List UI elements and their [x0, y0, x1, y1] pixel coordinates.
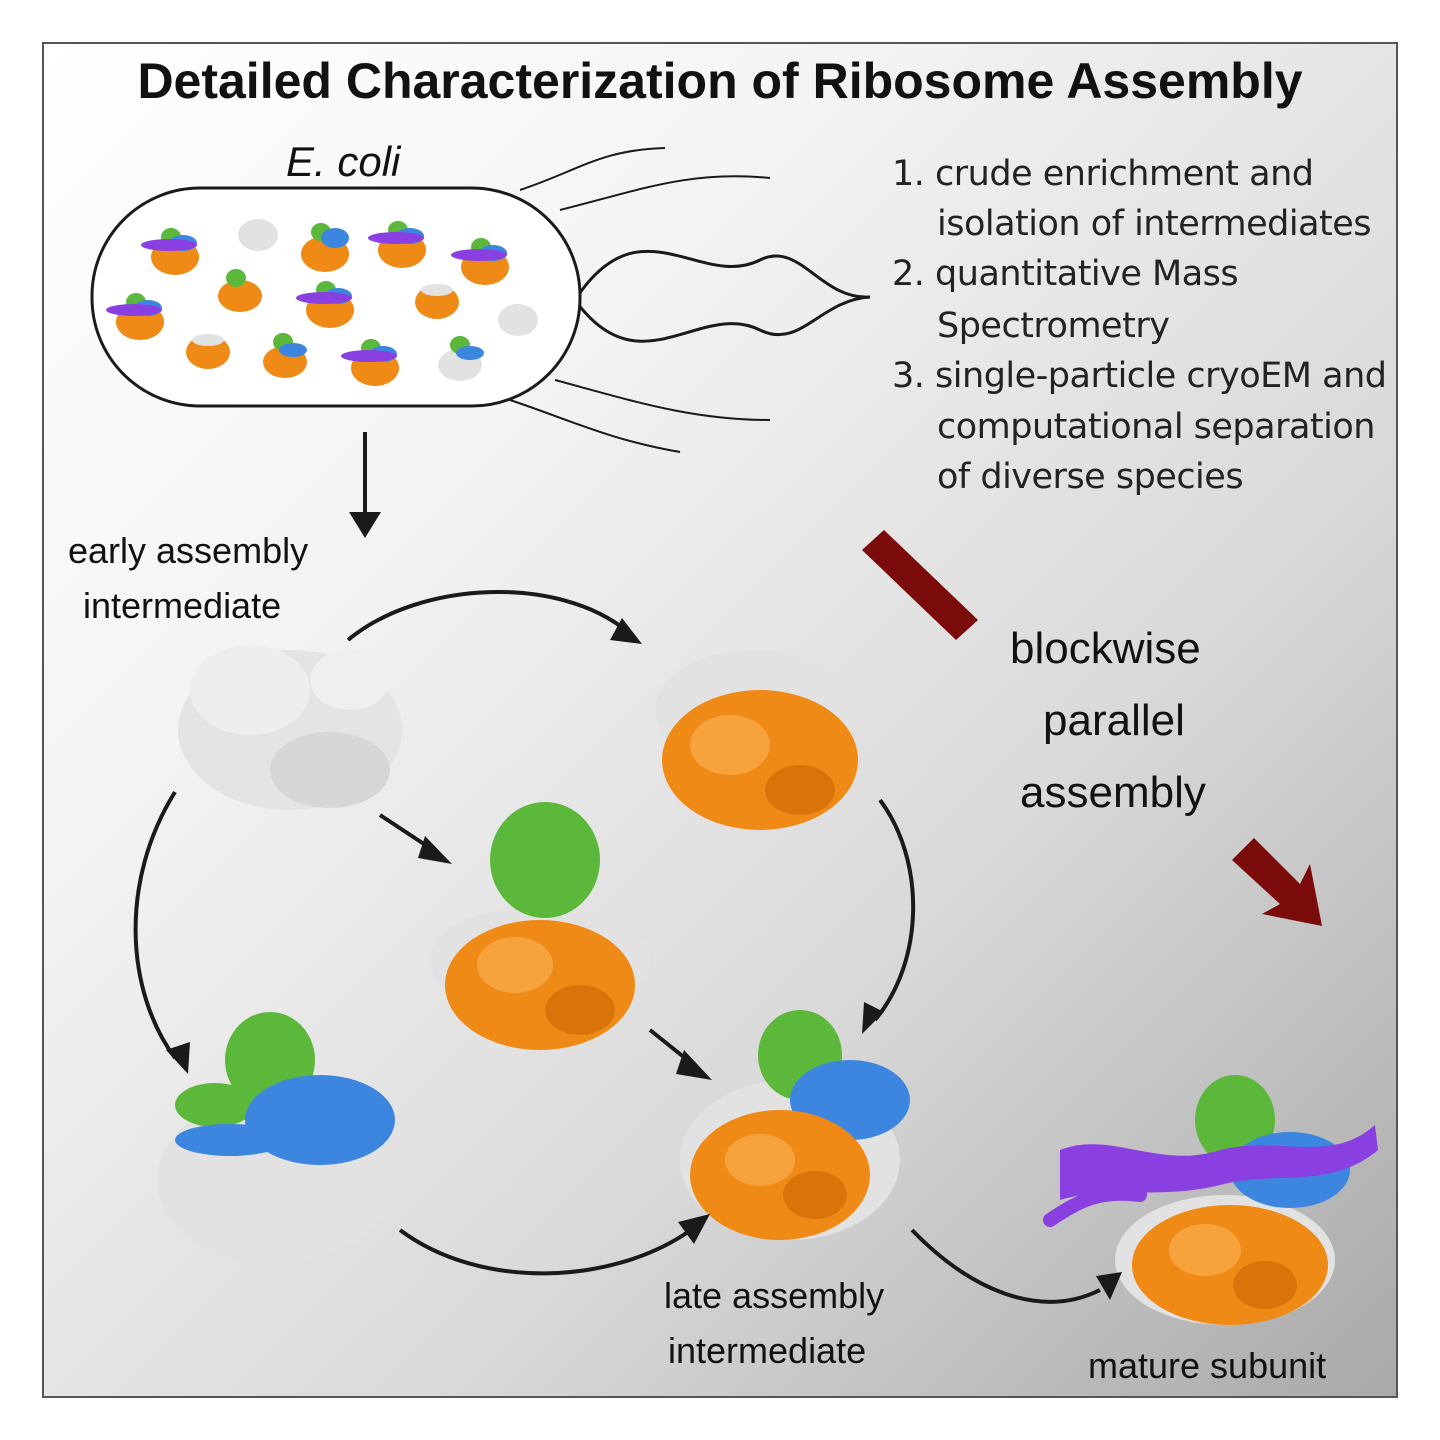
late-label-line-2: intermediate — [668, 1330, 867, 1371]
mini-complexes — [106, 219, 538, 386]
step-3-line-1: 3. single-particle cryoEM and — [892, 356, 1387, 396]
blockwise-arrows-icon — [862, 530, 1322, 926]
step-1-line-1: 1. crude enrichment and — [892, 154, 1314, 194]
early-label-line-1: early assembly — [68, 530, 309, 571]
complex-orange — [655, 650, 858, 830]
late-label-line-1: late assembly — [664, 1275, 885, 1316]
organism-label: E. coli — [286, 138, 401, 185]
step-2-line-2: Spectrometry — [937, 306, 1170, 346]
blockwise-label-line-2: parallel — [1043, 696, 1185, 745]
down-arrow-icon — [349, 432, 381, 538]
figure-title: Detailed Characterization of Ribosome As… — [137, 53, 1303, 109]
complex-early — [178, 645, 402, 810]
blockwise-label-line-1: blockwise — [1010, 624, 1201, 673]
blockwise-label-line-3: assembly — [1020, 768, 1206, 817]
arrowheads — [166, 618, 1122, 1300]
step-3-line-3: of diverse species — [937, 457, 1244, 497]
step-3-line-2: computational separation — [937, 407, 1375, 447]
flagella — [509, 147, 871, 453]
step-1-line-2: isolation of intermediates — [937, 204, 1372, 244]
complex-green-orange — [430, 802, 650, 1050]
pathway-arrows — [133, 590, 1101, 1304]
mature-label: mature subunit — [1088, 1345, 1327, 1386]
step-2-line-1: 2. quantitative Mass — [892, 254, 1239, 294]
early-label-line-2: intermediate — [83, 585, 282, 626]
complex-mature — [1043, 1075, 1378, 1325]
complex-green-blue — [157, 1012, 395, 1265]
complex-late — [680, 1010, 910, 1240]
